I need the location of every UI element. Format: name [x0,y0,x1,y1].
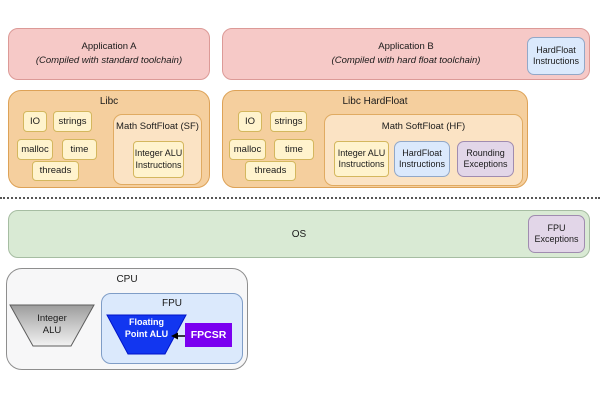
os-box: OS FPU Exceptions [8,210,590,258]
sf-integer-alu-instructions-chip: Integer ALU Instructions [133,141,184,178]
hf-rounding-exceptions-chip: Rounding Exceptions [457,141,514,177]
libc-module-io: IO [23,111,47,132]
appb-hardfloat-instructions-chip: HardFloat Instructions [527,37,585,75]
application-a-subtitle: (Compiled with standard toolchain) [35,55,183,66]
math-softfloat-hf-box: Math SoftFloat (HF) Integer ALU Instruct… [324,114,523,186]
os-title: OS [291,228,307,240]
application-b-box: Application B (Compiled with hard float … [222,28,590,80]
libc-module-threads: threads [32,161,79,181]
libchf-module-time: time [274,139,314,160]
math-softfloat-hf-title: Math SoftFloat (HF) [381,121,466,132]
libc-hardfloat-title: Libc HardFloat [342,96,408,107]
boundary-dotted-line [0,197,600,199]
libchf-module-io: IO [238,111,262,132]
libc-box: Libc IO strings malloc time threads Math… [8,90,210,188]
application-a-title: Application A [81,41,137,53]
math-softfloat-sf-title: Math SoftFloat (SF) [116,121,199,132]
libc-hardfloat-box: Libc HardFloat IO strings malloc time th… [222,90,528,188]
hf-hardfloat-instructions-chip: HardFloat Instructions [394,141,450,177]
libc-module-malloc: malloc [17,139,53,160]
application-a-box: Application A (Compiled with standard to… [8,28,210,80]
fpu-exceptions-chip: FPU Exceptions [528,215,585,253]
libchf-module-threads: threads [245,161,296,181]
fpu-title: FPU [162,298,182,309]
math-softfloat-sf-box: Math SoftFloat (SF) Integer ALU Instruct… [113,114,202,185]
application-b-subtitle: (Compiled with hard float toolchain) [331,55,481,66]
application-b-text: Application B (Compiled with hard float … [223,29,589,79]
hf-integer-alu-instructions-chip: Integer ALU Instructions [334,141,389,177]
libchf-module-strings: strings [270,111,307,132]
libchf-module-malloc: malloc [229,139,266,160]
application-b-title: Application B [378,41,434,53]
libc-module-time: time [62,139,97,160]
application-a-text: Application A (Compiled with standard to… [9,29,209,79]
libc-module-strings: strings [53,111,92,132]
integer-alu-label: Integer ALU [37,313,67,337]
libc-title: Libc [99,96,119,107]
floating-point-alu-label: Floating Point ALU [124,317,169,339]
fpcsr-box: FPCSR [185,323,232,347]
cpu-title: CPU [116,274,138,285]
